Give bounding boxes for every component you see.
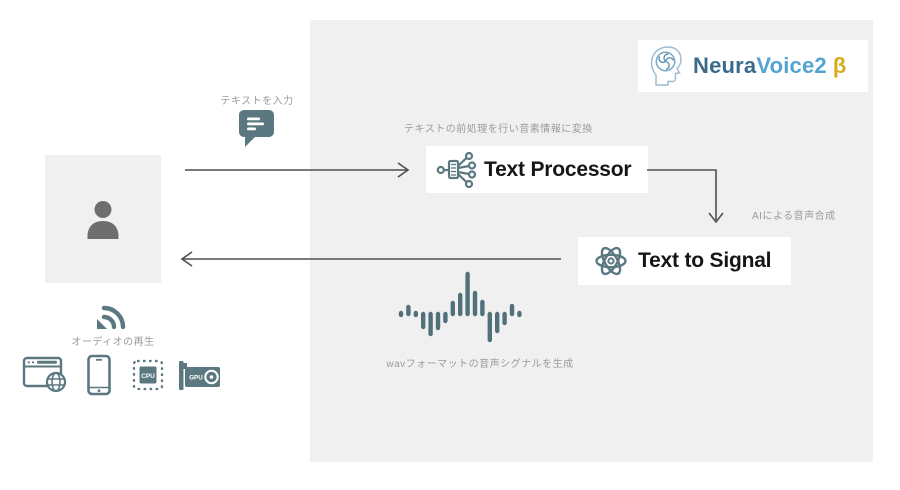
person-icon	[80, 196, 126, 242]
arrow-signal-to-user	[176, 249, 562, 269]
atom-icon	[592, 242, 630, 280]
input-note: テキストを入力	[220, 96, 294, 107]
gpu-badge: GPU	[189, 375, 203, 382]
brand-name-secondary: Voice2	[756, 53, 827, 78]
synthesis-note: AIによる音声合成	[752, 211, 836, 222]
audio-playback-icon	[92, 296, 132, 334]
playback-note: オーディオの再生	[71, 337, 155, 348]
wav-note: wavフォーマットの音声シグナルを生成	[386, 359, 574, 370]
text-processor-node: Text Processor	[426, 146, 648, 193]
gpu-icon: GPU	[176, 360, 222, 392]
brand-name-primary: Neura	[693, 53, 757, 78]
graph-icon	[436, 151, 476, 189]
head-spiral-icon	[648, 45, 684, 87]
cpu-badge: CPU	[141, 373, 155, 380]
user-node	[45, 155, 161, 283]
text-to-signal-label: Text to Signal	[638, 249, 772, 272]
preprocess-note: テキストの前処理を行い音素情報に変換	[404, 124, 593, 135]
waveform-icon	[396, 270, 522, 350]
browser-icon	[22, 356, 70, 394]
text-processor-label: Text Processor	[484, 157, 632, 181]
arrow-processor-to-signal	[646, 162, 732, 232]
speech-bubble-icon	[236, 107, 276, 149]
cpu-icon: CPU	[127, 355, 169, 395]
arrow-user-to-processor	[184, 160, 414, 180]
smartphone-icon	[86, 354, 112, 396]
text-to-signal-node: Text to Signal	[578, 237, 791, 285]
brand-beta-mark: β	[832, 53, 847, 78]
